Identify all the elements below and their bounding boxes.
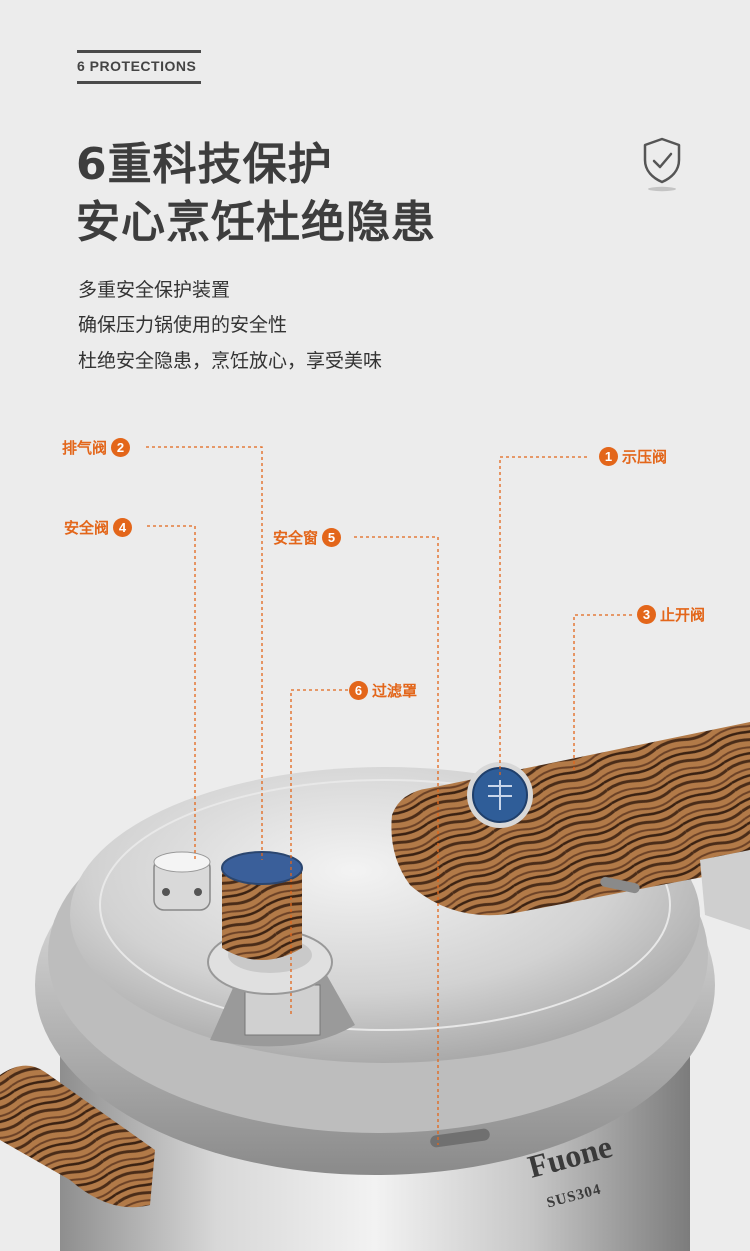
headline-line-2: 安心烹饪杜绝隐患 — [76, 197, 436, 248]
callout-label: 排气阀 — [62, 439, 108, 457]
callout-number: 3 — [637, 605, 656, 624]
shield-check-icon — [643, 137, 681, 192]
callout-number: 6 — [349, 681, 368, 700]
callout-safety-valve: 安全阀 4 — [64, 517, 133, 538]
headline-line-1: 6重科技保护 — [76, 139, 333, 190]
tag-bottom-rule — [77, 81, 201, 84]
subtitle-line-2: 确保压力锅使用的安全性 — [78, 314, 288, 336]
callout-lid-lock-valve: 3 止开阀 — [637, 604, 705, 625]
callout-number: 5 — [322, 528, 342, 547]
subtitle-line-3: 杜绝安全隐患，烹饪放心，享受美味 — [78, 350, 383, 372]
subtitle-line-1: 多重安全保护装置 — [78, 279, 231, 301]
callout-label: 安全阀 — [64, 519, 110, 537]
callout-label: 过滤罩 — [372, 682, 418, 700]
callout-filter-cover: 6 过滤罩 — [349, 680, 417, 701]
callout-label: 示压阀 — [622, 448, 668, 466]
callout-safety-window: 安全窗 5 — [273, 527, 342, 548]
callout-pressure-indicator: 1 示压阀 — [599, 446, 667, 467]
callout-number: 2 — [111, 438, 131, 457]
callout-number: 1 — [599, 447, 618, 466]
callout-label: 止开阀 — [660, 606, 706, 624]
callout-exhaust-valve: 排气阀 2 — [62, 437, 131, 458]
callout-number: 4 — [113, 518, 133, 537]
callout-label: 安全窗 — [273, 529, 319, 547]
tag-top-rule — [77, 50, 201, 53]
section-tag: 6 PROTECTIONS — [77, 58, 197, 74]
